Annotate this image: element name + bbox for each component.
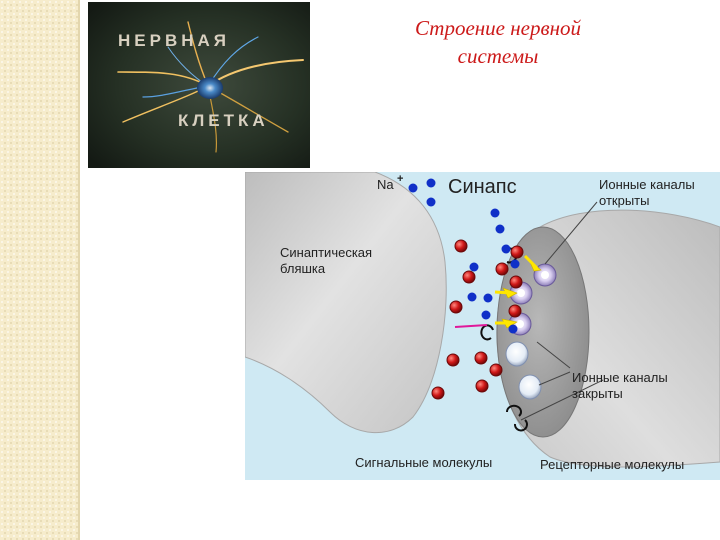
diagram-heading: Синапс <box>448 176 517 198</box>
sodium-label: Na <box>377 177 394 192</box>
signal-molecule <box>474 351 488 365</box>
slide-title-line-2: системы <box>457 44 539 68</box>
signal-molecule <box>509 275 523 289</box>
signal-molecule <box>454 239 468 253</box>
closed-ion-channels <box>505 341 542 400</box>
presynaptic-terminal <box>245 172 447 434</box>
ion-flow-arrows <box>454 254 542 329</box>
sodium-ion <box>426 178 436 188</box>
photo-caption-bottom: КЛЕТКА <box>178 111 269 130</box>
sodium-charge: + <box>397 173 403 185</box>
plaque-label-2: бляшка <box>280 261 326 276</box>
leader-lines <box>520 201 604 421</box>
signal-molecule <box>431 386 445 400</box>
closed-channels-label-2: закрыты <box>572 386 623 401</box>
open-channels-label-1: Ионные каналы <box>599 177 695 192</box>
slide-title-line-1: Строение нервной <box>414 16 582 40</box>
signal-molecule <box>510 245 524 259</box>
signal-molecule <box>495 262 509 276</box>
sodium-ion <box>426 197 436 207</box>
signal-molecule <box>508 304 522 318</box>
photo-caption-top: НЕРВНАЯ <box>118 31 230 50</box>
closed-channel <box>505 341 529 367</box>
sodium-ion <box>495 224 505 234</box>
sidebar-divider <box>78 0 80 540</box>
signal-molecules-label: Сигнальные молекулы <box>355 455 492 470</box>
signal-molecule <box>446 353 460 367</box>
signal-molecules <box>431 239 524 400</box>
sodium-ion <box>481 310 491 320</box>
nerve-cell-photo: НЕРВНАЯ КЛЕТКА <box>88 2 310 168</box>
sodium-ion <box>483 293 493 303</box>
signal-molecule <box>489 363 503 377</box>
closed-channels-label-1: Ионные каналы <box>572 370 668 385</box>
sodium-ion <box>490 208 500 218</box>
sodium-ion <box>508 324 518 334</box>
signal-molecule <box>449 300 463 314</box>
sodium-ion <box>501 244 511 254</box>
sodium-ions <box>408 178 520 334</box>
sodium-ion <box>510 259 520 269</box>
signal-molecule <box>475 379 489 393</box>
plaque-label-1: Синаптическая <box>280 245 372 260</box>
open-channels-label-2: открыты <box>599 193 649 208</box>
closed-channel <box>518 374 542 400</box>
receptor-molecules-label: Рецепторные молекулы <box>540 457 684 472</box>
sodium-ion <box>469 262 479 272</box>
sodium-ion <box>408 183 418 193</box>
signal-molecule <box>462 270 476 284</box>
slide-title: Строение нервной системы <box>378 14 618 70</box>
sodium-ion <box>467 292 477 302</box>
decorative-sidebar-strip <box>0 0 78 540</box>
synapse-diagram: Na + Синапс Ионные каналы открыты Синапт… <box>245 172 720 480</box>
